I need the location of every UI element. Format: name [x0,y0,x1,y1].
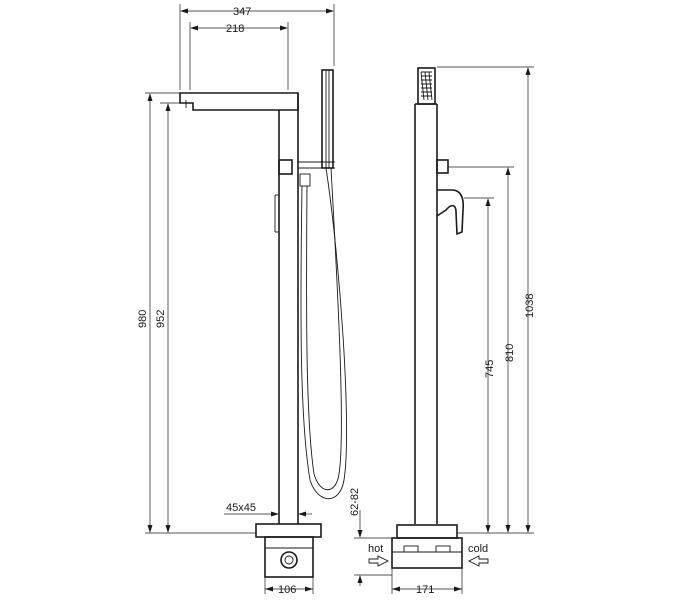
dim-1038 [437,66,534,534]
front-base [255,523,322,578]
dim-952 [160,102,180,533]
side-column [414,103,438,524]
dim-745 [458,197,494,534]
dim-106 [264,577,314,594]
cold-label: cold [468,543,488,555]
hand-shower [321,69,334,169]
dim-1038-label: 1038 [524,294,536,318]
spout [179,92,299,111]
dim-45x45-label: 45x45 [226,502,256,514]
dim-62-82-label: 62-82 [349,488,361,516]
dim-45x45 [224,511,312,517]
front-view: 347 218 980 952 [137,4,348,596]
column [274,93,299,524]
dim-980 [145,92,256,534]
shower-hose [300,167,348,499]
dim-745-label: 745 [484,360,496,378]
hot-label: hot [368,543,383,555]
dim-62-82 [354,510,392,586]
dim-810 [448,166,514,534]
dim-171-label: 171 [416,584,434,596]
dim-218 [189,22,289,90]
dim-980-label: 980 [137,310,149,328]
dim-347 [179,4,335,90]
side-base [391,524,463,569]
dim-171 [391,568,463,594]
side-view: hot cold 62-82 171 [349,66,536,596]
side-mixer [436,159,465,236]
cold-inlet-arrow [467,555,489,567]
dim-106-label: 106 [278,584,296,596]
dim-347-label: 347 [233,6,251,18]
dim-218-label: 218 [226,23,244,35]
dim-952-label: 952 [155,310,167,328]
dim-810-label: 810 [504,344,516,362]
hot-inlet-arrow [368,555,390,567]
side-shower-head [417,67,436,105]
